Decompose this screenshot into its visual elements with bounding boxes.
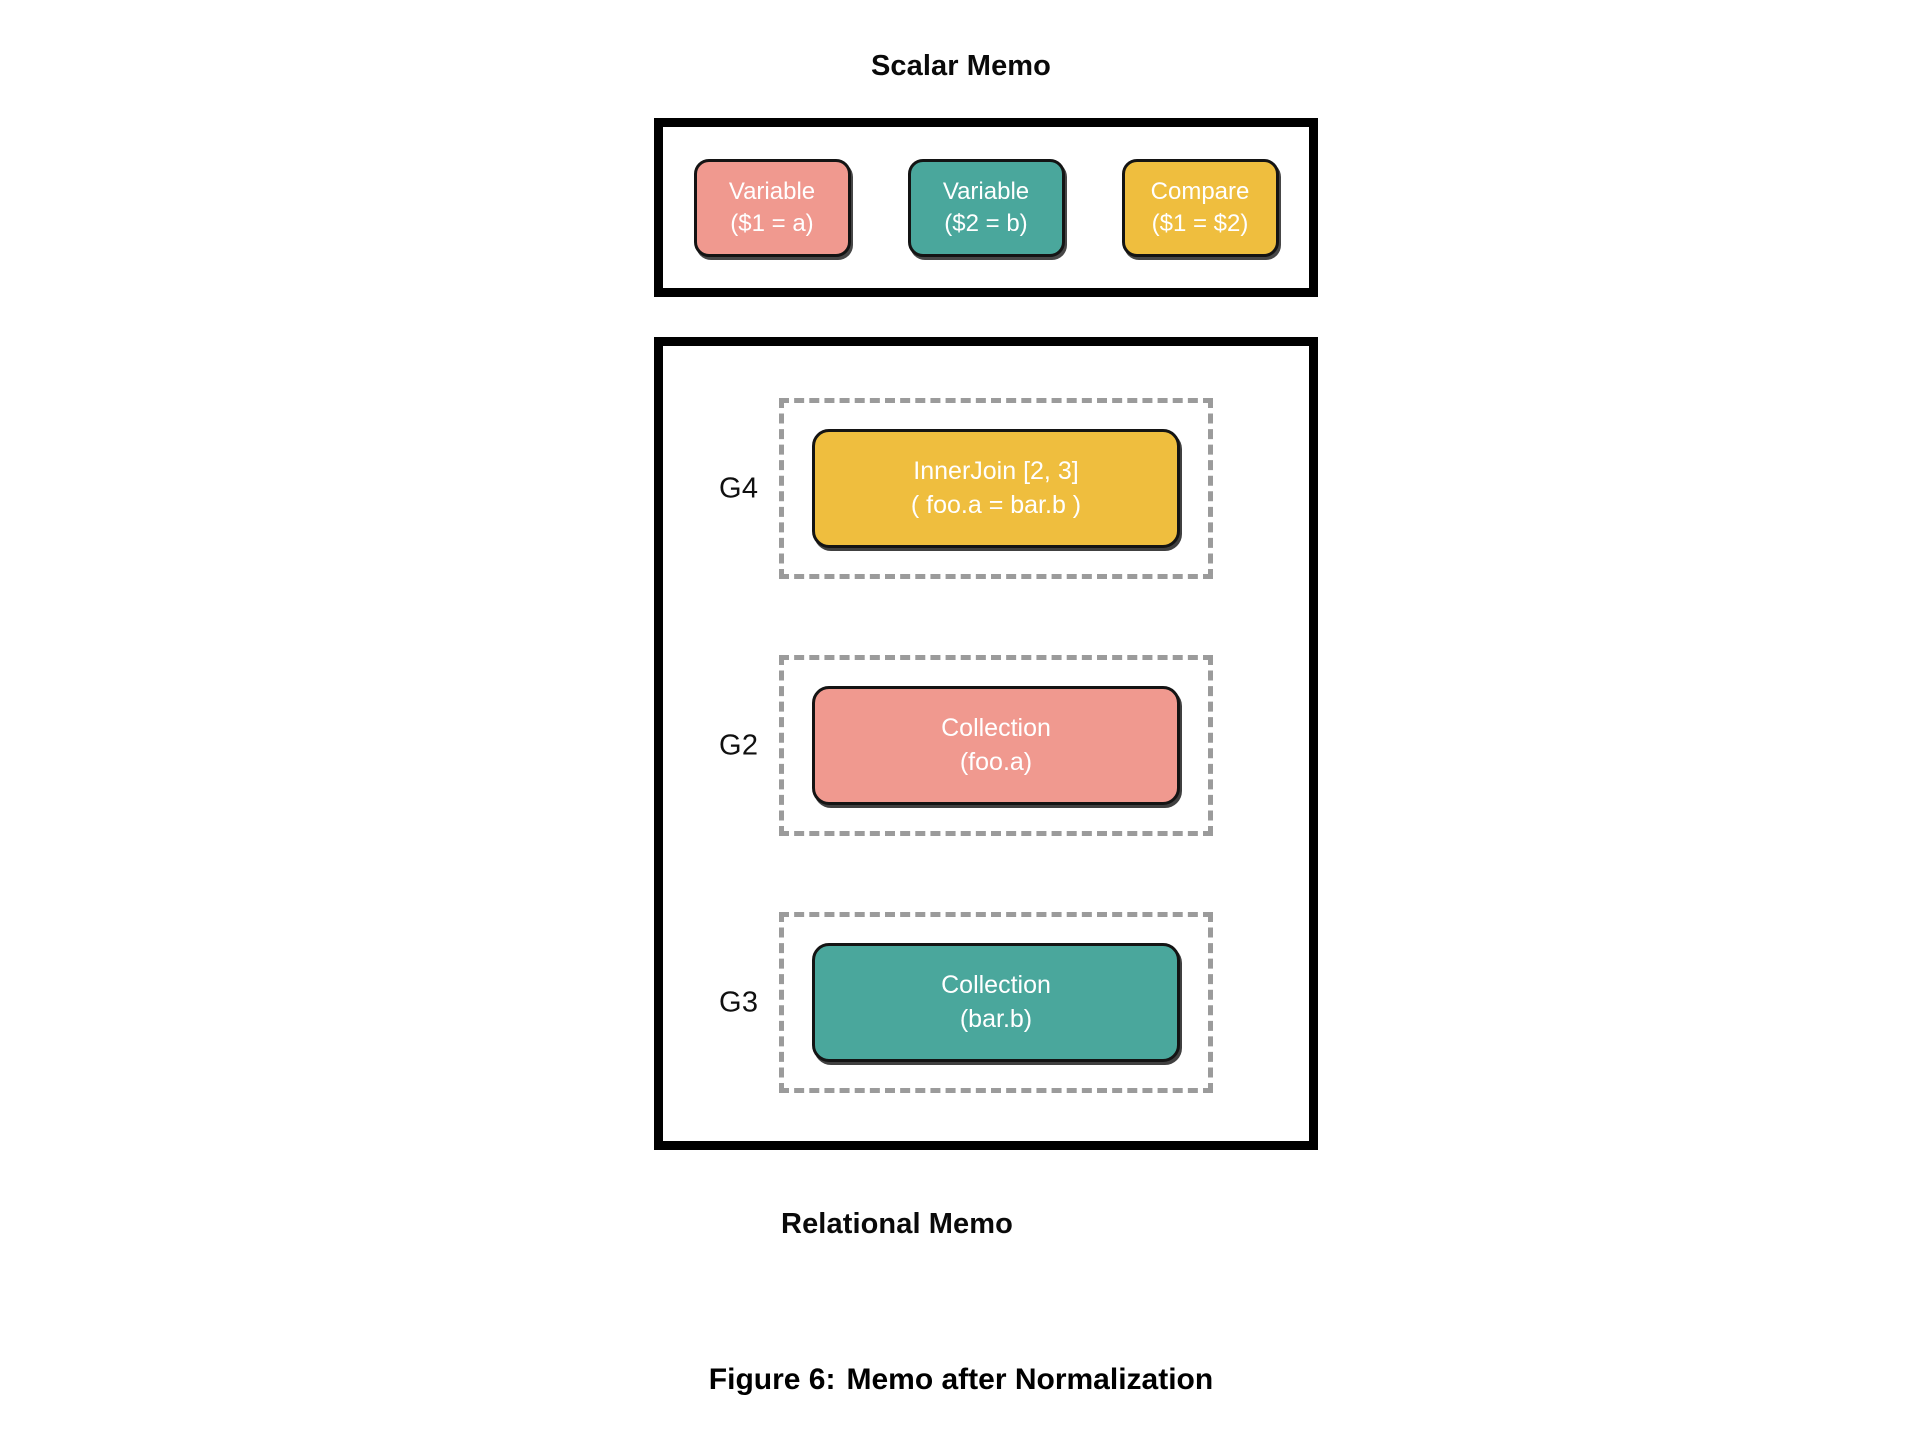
- group-row-g3: G3 Collection (bar.b): [663, 912, 1309, 1093]
- group-label-g3: G3: [719, 986, 759, 1018]
- relational-node-innerjoin-line2: ( foo.a = bar.b ): [910, 490, 1082, 519]
- relational-node-collection-bar[interactable]: Collection (bar.b): [812, 943, 1180, 1062]
- group-label-g2: G2: [719, 729, 759, 761]
- relational-node-innerjoin[interactable]: InnerJoin [2, 3] ( foo.a = bar.b ): [812, 429, 1180, 548]
- figure-caption: Figure 6: Memo after Normalization: [0, 1363, 1922, 1397]
- relational-node-collection-foo-line1: Collection: [941, 714, 1051, 743]
- scalar-node-compare-line1: Compare: [1150, 178, 1250, 206]
- scalar-node-variable-a-line2: ($1 = a): [730, 209, 814, 237]
- relational-node-collection-foo-line2: (foo.a): [959, 747, 1033, 776]
- group-boundary-g2: Collection (foo.a): [779, 655, 1213, 836]
- scalar-node-compare[interactable]: Compare ($1 = $2): [1121, 158, 1279, 257]
- relational-node-collection-foo[interactable]: Collection (foo.a): [812, 686, 1180, 805]
- relational-memo-container: G4 InnerJoin [2, 3] ( foo.a = bar.b ) G2…: [654, 337, 1318, 1150]
- relational-node-collection-bar-line2: (bar.b): [959, 1004, 1033, 1033]
- scalar-node-variable-a[interactable]: Variable ($1 = a): [693, 158, 851, 257]
- relational-node-collection-bar-line1: Collection: [941, 971, 1051, 1000]
- scalar-node-row: Variable ($1 = a) Variable ($2 = b) Comp…: [663, 127, 1309, 288]
- relational-memo-title: Relational Memo: [781, 1208, 1013, 1240]
- scalar-node-variable-b-line1: Variable: [942, 178, 1030, 206]
- scalar-node-variable-b-line2: ($2 = b): [944, 209, 1028, 237]
- scalar-memo-title: Scalar Memo: [870, 50, 1051, 82]
- group-boundary-g4: InnerJoin [2, 3] ( foo.a = bar.b ): [779, 398, 1213, 579]
- group-row-g2: G2 Collection (foo.a): [663, 655, 1309, 836]
- group-label-g4: G4: [719, 472, 759, 504]
- group-boundary-g3: Collection (bar.b): [779, 912, 1213, 1093]
- scalar-node-compare-line2: ($1 = $2): [1151, 209, 1249, 237]
- relational-group-list: G4 InnerJoin [2, 3] ( foo.a = bar.b ) G2…: [663, 346, 1309, 1141]
- scalar-node-variable-b[interactable]: Variable ($2 = b): [907, 158, 1065, 257]
- relational-node-innerjoin-line1: InnerJoin [2, 3]: [913, 457, 1079, 486]
- group-row-g4: G4 InnerJoin [2, 3] ( foo.a = bar.b ): [663, 398, 1309, 579]
- scalar-memo-container: Variable ($1 = a) Variable ($2 = b) Comp…: [654, 118, 1318, 297]
- scalar-node-variable-a-line1: Variable: [728, 178, 816, 206]
- figure-caption-text: Memo after Normalization: [846, 1363, 1214, 1396]
- figure-number-label: Figure 6:: [708, 1363, 836, 1396]
